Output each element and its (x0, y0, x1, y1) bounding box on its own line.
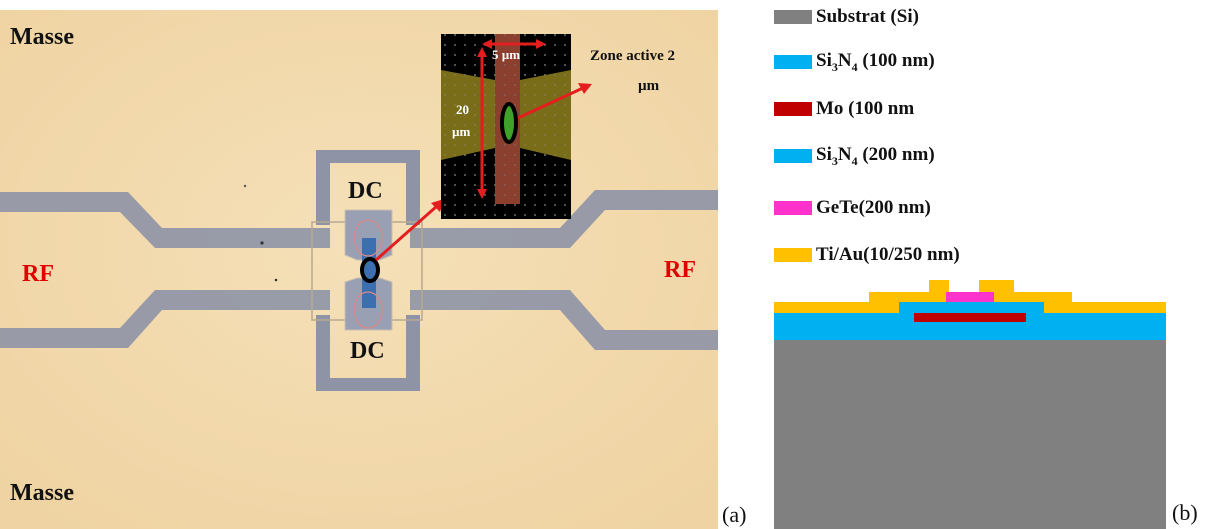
legend-label-gete: GeTe(200 nm) (816, 197, 931, 218)
inset-active-zone (500, 102, 518, 144)
dc-pad-bottom (316, 315, 420, 391)
legend-label-sin-100: Si3N4 (100 nm) (816, 49, 935, 74)
rf-line-lower-right (410, 290, 718, 350)
legend-sin-100: Si3N4 (100 nm) (774, 50, 935, 74)
mo-layer (914, 313, 1026, 322)
top-ground-label: Masse (10, 24, 74, 50)
legend-swatch-substrate (774, 10, 812, 24)
legend-sin-200: Si3N4 (200 nm) (774, 144, 935, 168)
active-zone-label-1: Zone active 2 (590, 48, 675, 64)
substrate-layer (774, 340, 1166, 529)
legend-label-substrate: Substrat (Si) (816, 6, 919, 27)
zoom-inset (441, 34, 592, 219)
rf-line-lower (0, 290, 330, 348)
dc-bottom-label: DC (350, 338, 385, 364)
legend-substrate: Substrat (Si) (774, 5, 919, 29)
rf-left-label: RF (22, 261, 54, 287)
legend-mo: Mo (100 nm (774, 97, 914, 121)
legend-tiau: Ti/Au(10/250 nm) (774, 243, 960, 267)
legend-gete: GeTe(200 nm) (774, 196, 931, 220)
rf-line-upper (0, 192, 330, 248)
active-zone-marker (360, 257, 380, 283)
panel-a-label: (a) (722, 502, 747, 527)
legend-swatch-gete (774, 201, 812, 215)
legend-swatch-tiau (774, 248, 812, 262)
inset-width-label: 5 µm (492, 47, 521, 62)
legend-label-sin-200: Si3N4 (200 nm) (816, 143, 935, 168)
panel-b-label: (b) (1172, 500, 1198, 525)
red-ring-top (353, 219, 383, 257)
bottom-ground-label: Masse (10, 480, 74, 506)
layer-cross-section (774, 280, 1166, 529)
legend-swatch-sin-100 (774, 55, 812, 69)
legend-label-mo: Mo (100 nm (816, 98, 915, 119)
inset-length-label-2: µm (452, 124, 471, 139)
dc-pad-top (316, 150, 420, 225)
legend-label-tiau: Ti/Au(10/250 nm) (816, 244, 960, 265)
rf-right-label: RF (664, 257, 696, 283)
gete-layer (946, 292, 994, 303)
red-ring-bottom (353, 291, 383, 329)
dc-top-label: DC (348, 178, 383, 204)
micrograph-background (0, 10, 718, 529)
legend-swatch-mo (774, 102, 812, 116)
inset-length-label-1: 20 (456, 102, 469, 117)
legend-swatch-sin-200 (774, 149, 812, 163)
device-micrograph (0, 10, 718, 529)
pointer-arrow (375, 204, 438, 262)
active-zone-label-2: µm (638, 78, 660, 94)
rf-line-upper-right (410, 190, 718, 248)
